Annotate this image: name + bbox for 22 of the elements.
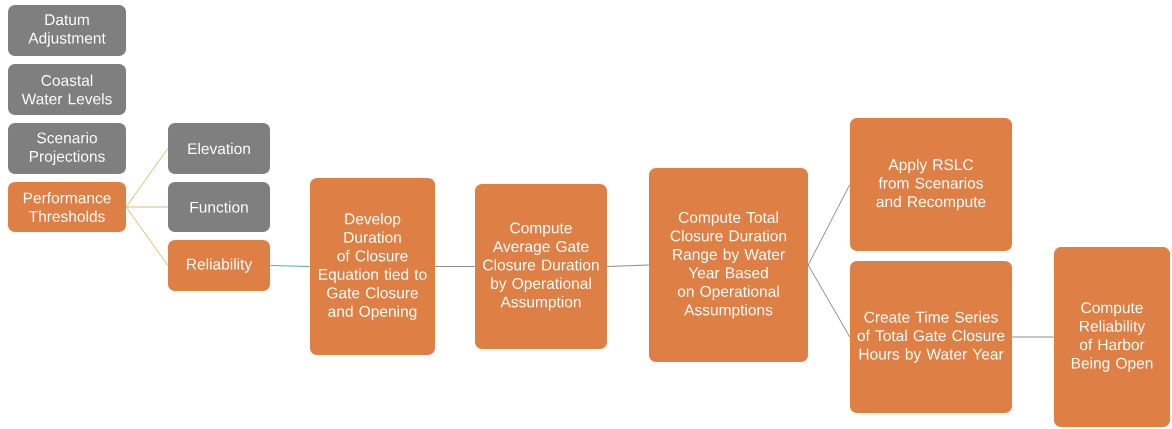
connector-line — [125, 206, 169, 266]
process-box: Scenario Projections — [8, 123, 126, 174]
process-box: Elevation — [168, 123, 270, 174]
process-box: Compute Reliability of Harbor Being Open — [1054, 247, 1170, 427]
process-box: Coastal Water Levels — [8, 64, 126, 115]
connector-line — [434, 266, 476, 267]
connector-line — [1011, 336, 1055, 338]
process-box: Apply RSLC from Scenarios and Recompute — [850, 118, 1012, 251]
process-box: Function — [168, 182, 270, 232]
process-box: Create Time Series of Total Gate Closure Hours by Water Year — [850, 261, 1012, 413]
connector-line — [807, 184, 851, 266]
process-box: Performance Thresholds — [8, 182, 126, 232]
process-box: Datum Adjustment — [8, 5, 126, 56]
process-box: Reliability — [168, 240, 270, 291]
connector-line — [606, 264, 650, 267]
process-box: Develop Duration of Closure Equation tied to Gate Closure and Opening — [310, 178, 435, 355]
process-box: Compute Total Closure Duration Range by Water Year Based on Operational Assumptions — [649, 168, 808, 362]
connector-line — [125, 148, 169, 208]
connector-line — [269, 265, 311, 267]
connector-line — [125, 206, 169, 208]
connector-line — [807, 264, 851, 338]
process-box: Compute Average Gate Closure Duration by Operational Assumption — [475, 184, 607, 349]
